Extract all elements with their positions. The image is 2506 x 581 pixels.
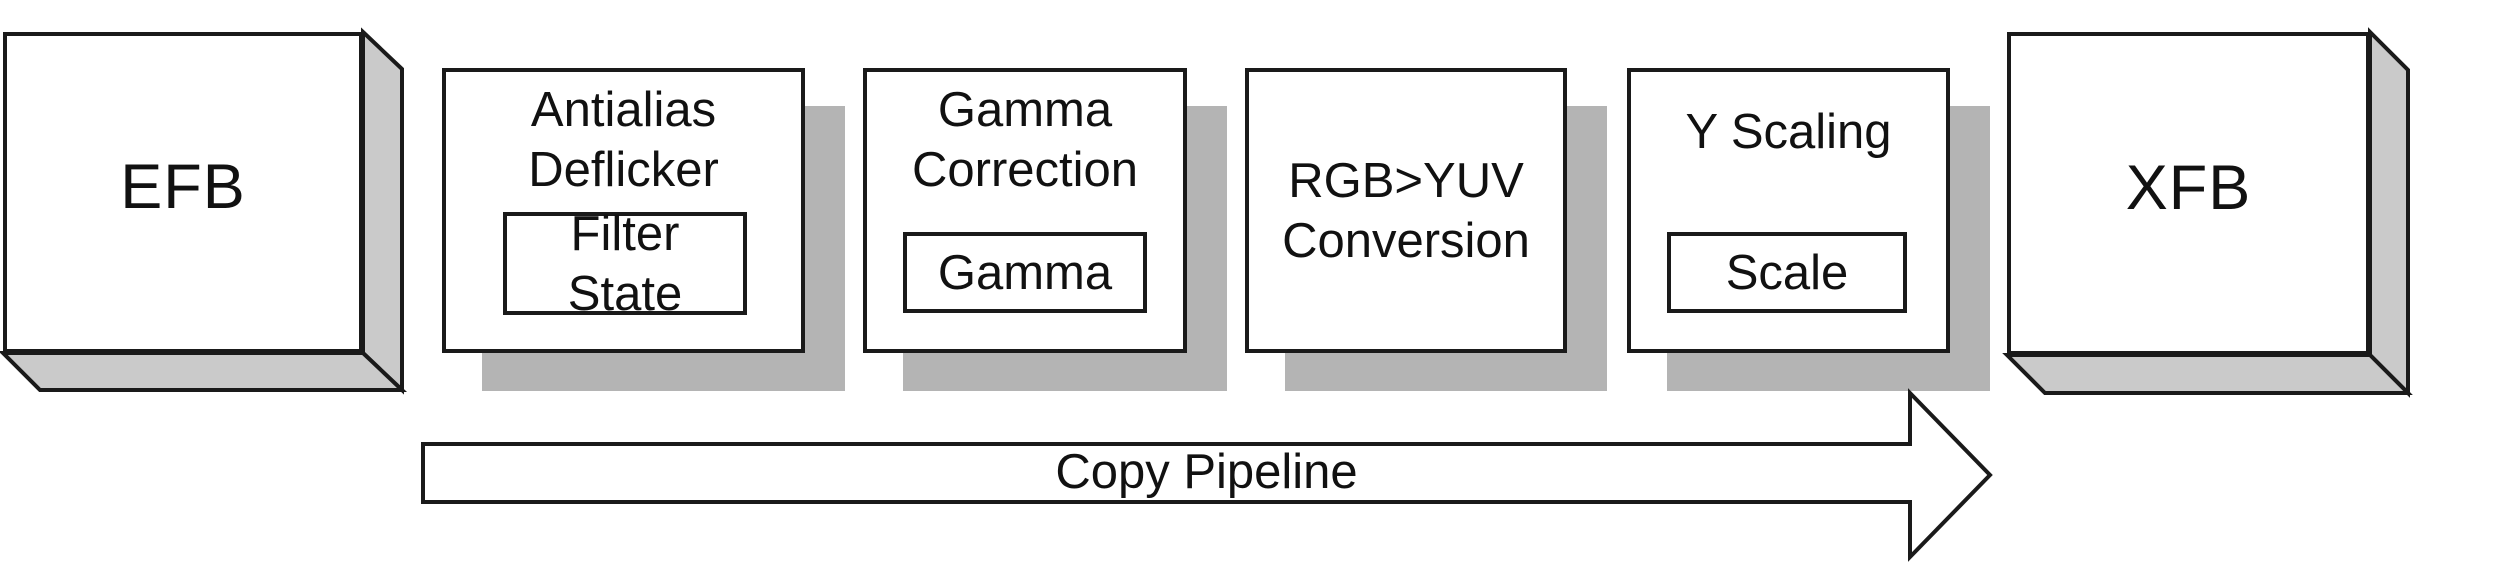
xfb-front-face: XFB: [2007, 32, 2370, 355]
copy-pipeline-arrow-label: Copy Pipeline: [1055, 445, 1358, 499]
chip-line: Scale: [1725, 245, 1849, 300]
stage-title: Y Scaling: [1631, 102, 1946, 162]
stage-antialias-deflicker: Antialias Deflicker Filter State: [442, 68, 805, 353]
stage-title: RGB>YUV Conversion: [1249, 72, 1563, 349]
stage-title-line: Antialias: [530, 83, 717, 137]
xfb-bottom-face: [2002, 353, 2413, 395]
chip-scale: Scale: [1667, 232, 1907, 313]
chip-line: Filter: [570, 206, 680, 261]
efb-buffer-box: EFB: [0, 27, 408, 395]
stage-gamma-correction: Gamma Correction Gamma: [863, 68, 1187, 353]
efb-side-face: [361, 27, 404, 395]
efb-front-face: EFB: [3, 32, 363, 353]
efb-3d-faces: [0, 27, 408, 395]
stage-title-line: RGB>YUV: [1288, 153, 1524, 208]
efb-label: EFB: [120, 152, 246, 222]
stage-title-line: Y Scaling: [1685, 105, 1892, 159]
efb-bottom-face: [0, 351, 408, 392]
stage-title-line: Correction: [911, 143, 1139, 197]
xfb-side-face: [2368, 27, 2410, 398]
copy-pipeline-arrow-shape: [421, 388, 1993, 562]
chip-line: State: [567, 266, 683, 321]
stage-title-line: Conversion: [1282, 213, 1530, 268]
stage-title-line: Gamma: [937, 83, 1113, 137]
stage-rgb-yuv-conversion: RGB>YUV Conversion: [1245, 68, 1567, 353]
xfb-label: XFB: [2125, 153, 2252, 223]
xfb-buffer-box: XFB: [2002, 27, 2413, 398]
chip-gamma: Gamma: [903, 232, 1147, 313]
stage-y-scaling: Y Scaling Scale: [1627, 68, 1950, 353]
chip-line: Gamma: [937, 245, 1113, 300]
stage-title-line: Deflicker: [528, 143, 719, 197]
chip-filter-state: Filter State: [503, 207, 747, 321]
stage-title: Gamma Correction: [867, 80, 1183, 200]
xfb-3d-faces: [2002, 27, 2413, 398]
stage-title: Antialias Deflicker: [446, 80, 801, 200]
copy-pipeline-arrow: [421, 388, 1993, 562]
